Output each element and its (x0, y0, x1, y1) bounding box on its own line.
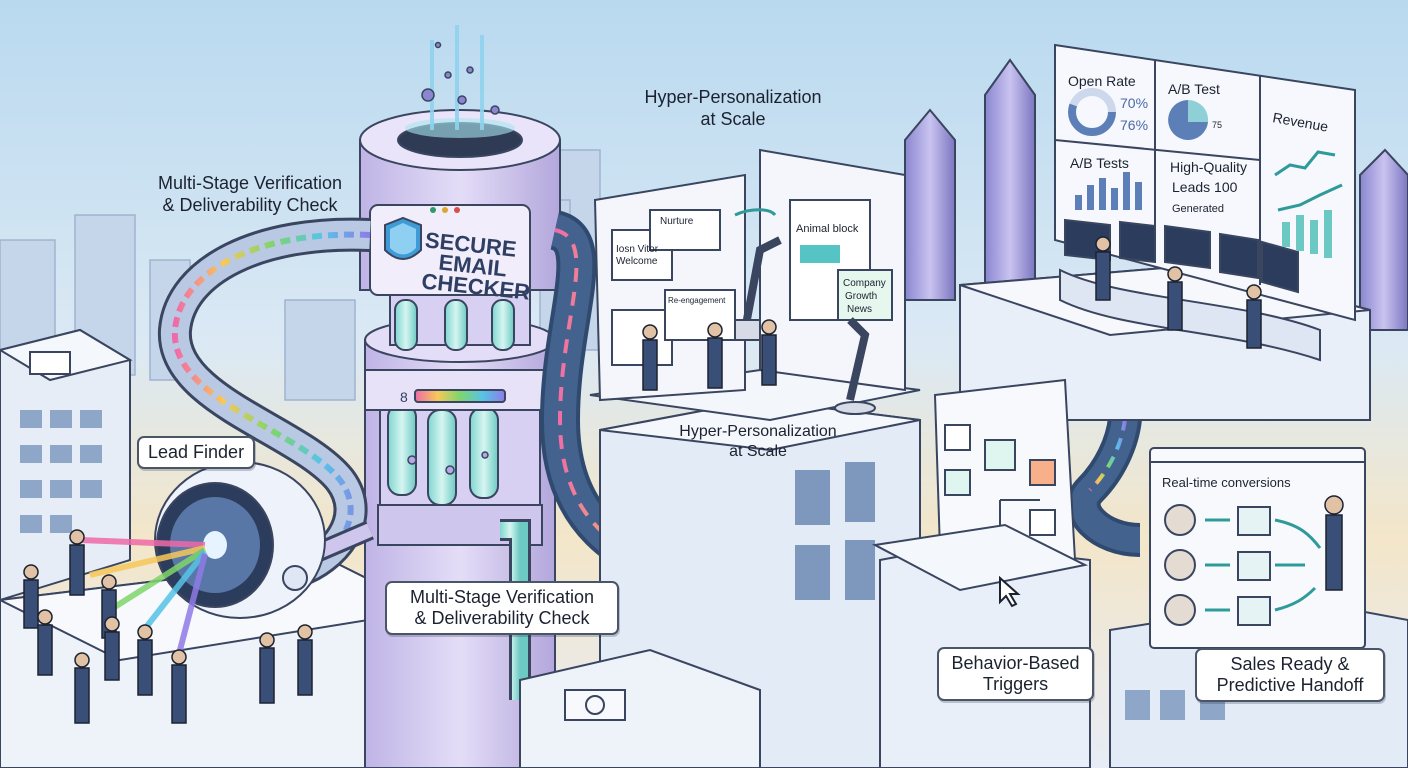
sales-line-1: Sales Ready & (1230, 654, 1350, 674)
sales-handoff-callout: Sales Ready & Predictive Handoff (1195, 648, 1385, 702)
welcome-line-1: Iosn Vitor (616, 244, 659, 255)
hq-line-3: Generated (1172, 203, 1224, 215)
sales-line-2: Predictive Handoff (1216, 675, 1364, 695)
lead-finder-callout: Lead Finder (137, 436, 256, 469)
open-rate-label: Open Rate (1068, 73, 1136, 89)
company-line-1: Company (843, 278, 886, 289)
open-rate-value-2: 76% (1120, 117, 1148, 133)
multi-stage-bottom-line-2: & Deliverability Check (414, 608, 590, 628)
reengagement-label: Re-engagement (668, 296, 726, 305)
scanner-beam (79, 537, 208, 651)
sales-handoff-panel (1149, 447, 1366, 649)
open-rate-value-1: 70% (1120, 95, 1148, 111)
handoff-title: Real-time conversions (1162, 475, 1291, 490)
hyper-personalization-label-top: Hyper-Personalization at Scale (628, 86, 838, 130)
ab-test-mark: 75 (1212, 120, 1222, 130)
lead-finder-text: Lead Finder (148, 442, 245, 462)
multi-stage-top-line-2: & Deliverability Check (162, 195, 338, 215)
behavior-triggers-callout: Behavior-Based Triggers (937, 647, 1094, 701)
email-screen-text: Iosn Vitor Welcome Nurture Re-engagement… (616, 216, 886, 315)
company-line-3: News (847, 304, 872, 315)
hyper-top-line-1: Hyper-Personalization (644, 87, 822, 107)
multi-stage-label-top: Multi-Stage Verification & Deliverabilit… (140, 172, 360, 216)
robotic-arms (734, 236, 876, 415)
behavior-trigger-panel (871, 378, 1089, 608)
hyper-personalization-label-mid: Hyper-Personalization at Scale (668, 422, 848, 462)
gauge-mark: 8 (400, 389, 408, 405)
dashboard-text: Open Rate 70% 76% A/B Test 75 Revenue A/… (1068, 73, 1330, 215)
dashboard-charts (1068, 88, 1343, 258)
nurture-label: Nurture (660, 216, 694, 227)
ab-test-label: A/B Test (1168, 81, 1220, 97)
hq-line-1: High-Quality (1170, 159, 1247, 175)
hyper-mid-line-2: at Scale (729, 443, 787, 460)
personalization-platform (589, 148, 921, 422)
multi-stage-top-line-1: Multi-Stage Verification (157, 173, 343, 193)
behavior-line-2: Triggers (982, 674, 1049, 694)
secure-email-tower (359, 25, 561, 768)
ab-tests-label: A/B Tests (1070, 155, 1129, 171)
multi-stage-bottom-line-1: Multi-Stage Verification (409, 587, 595, 607)
hq-line-2: Leads 100 (1172, 179, 1238, 195)
multi-stage-callout: Multi-Stage Verification & Deliverabilit… (385, 581, 619, 635)
people (23, 236, 1344, 724)
animal-block-label: Animal block (796, 223, 859, 235)
hyper-top-line-2: at Scale (700, 109, 766, 129)
lead-finder-scanner (154, 461, 326, 619)
hyper-mid-line-1: Hyper-Personalization (679, 423, 837, 440)
company-line-2: Growth (845, 291, 877, 302)
behavior-line-1: Behavior-Based (951, 653, 1080, 673)
welcome-line-2: Welcome (616, 256, 658, 267)
crystal-towers (904, 58, 1408, 331)
